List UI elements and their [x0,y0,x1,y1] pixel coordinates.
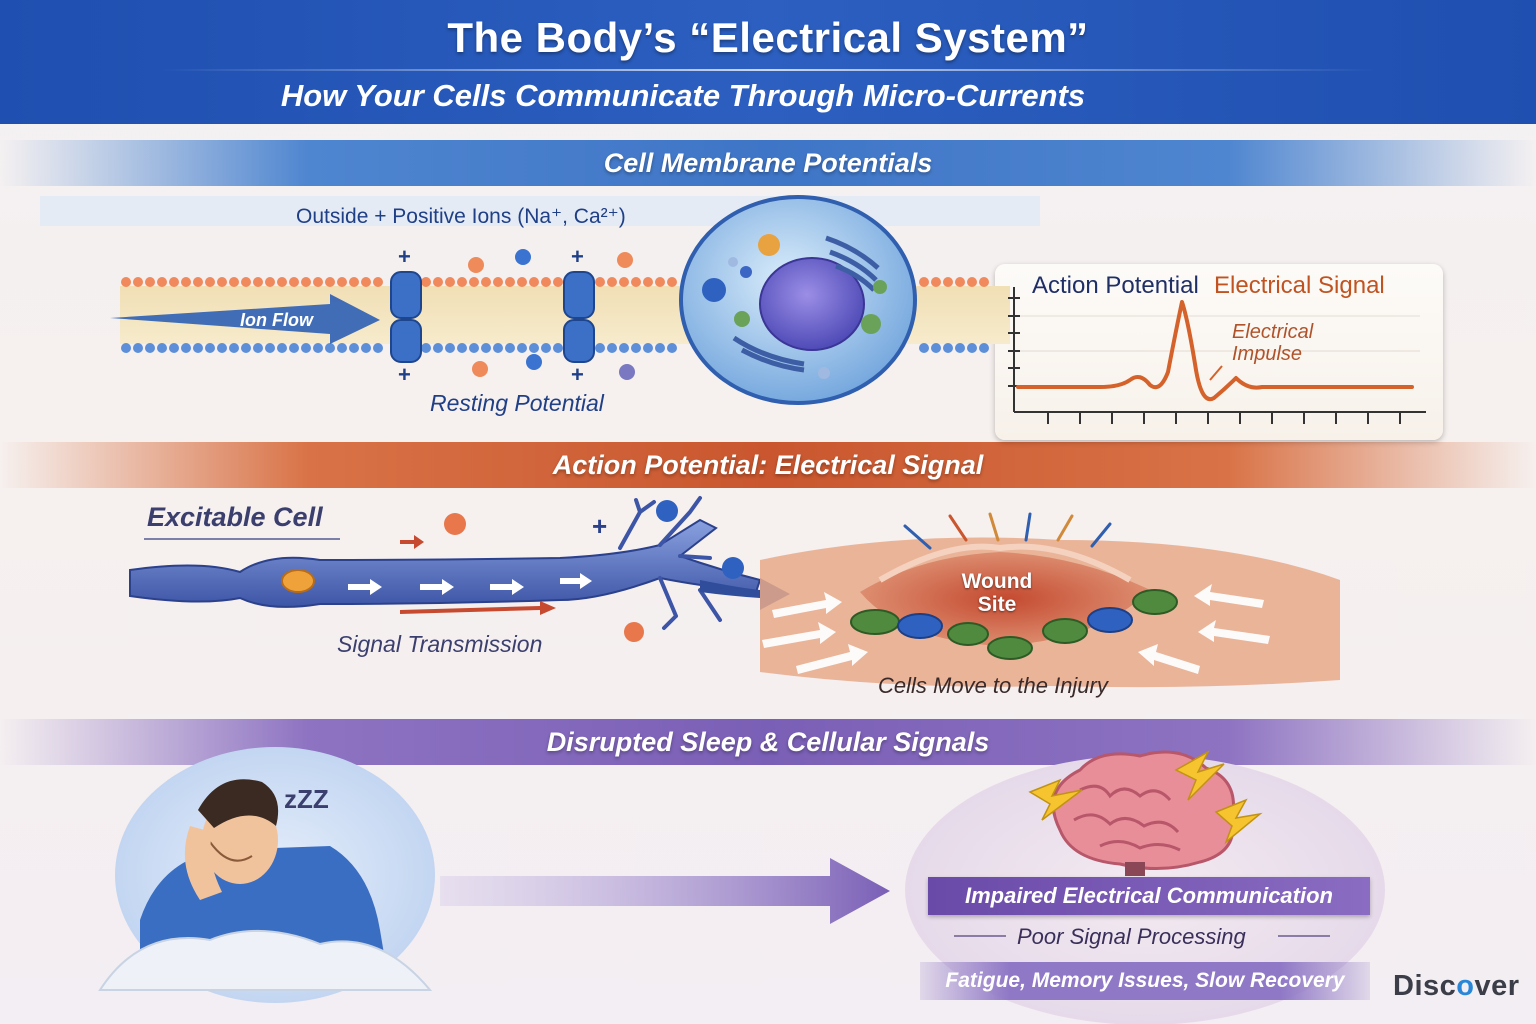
section-heading-sleep: Disrupted Sleep & Cellular Signals [0,719,1536,765]
svg-text:+: + [571,362,584,387]
wound-site-label: Wound Site [961,570,1033,616]
action-potential-chart [1008,287,1426,424]
action-potential-chart-card [995,264,1443,440]
svg-text:+: + [398,244,411,269]
signal-transmission-label: Signal Transmission [337,631,543,657]
electrical-impulse-label: Electrical Impulse [1232,321,1314,365]
impulse-pointer [1209,365,1223,381]
cells-move-label: Cells Move to the Injury [878,673,1108,698]
ion-channel-1 [390,271,422,363]
charge-signs: + + + + [398,244,584,387]
outside-ions-label: Outside + Positive Ions (Na⁺, Ca²⁺) [296,205,626,228]
effects-box: Fatigue, Memory Issues, Slow Recovery [920,962,1370,1000]
resting-potential-label: Resting Potential [430,390,604,416]
poor-signal-label: Poor Signal Processing [1017,924,1246,949]
chart-title-part1: Action Potential [1032,272,1199,299]
logo-o: o [1456,970,1475,1002]
sleeping-person-illustration: zZZ [98,747,435,1003]
zzz-text: zZZ [284,784,329,814]
cell-illustration [679,195,917,405]
chart-ticks [1008,297,1401,424]
logo-post: ver [1474,970,1520,1002]
logo-pre: Disc [1393,970,1457,1002]
neuron-illustration: + [129,496,790,642]
ions [468,249,635,380]
ion-flow-label: Ion Flow [240,310,313,330]
wound-site-illustration [760,512,1340,688]
sleep-to-brain-arrow [440,858,890,924]
action-potential-trace [1016,300,1414,402]
ion-channel-2 [563,271,595,363]
section-heading-membrane: Cell Membrane Potentials [0,140,1536,186]
page-title: The Body’s “Electrical System” [447,14,1089,61]
chart-gridlines [1020,315,1420,352]
discover-logo: Discover [1393,970,1520,1003]
title-divider [160,69,1376,71]
svg-text:+: + [592,511,607,541]
svg-text:+: + [398,362,411,387]
section-heading-action-potential: Action Potential: Electrical Signal [0,442,1536,488]
impaired-communication-box: Impaired Electrical Communication [928,877,1370,915]
header-banner: The Body’s “Electrical System” How Your … [0,0,1536,124]
excitable-cell-label: Excitable Cell [147,502,323,532]
chart-title-part2: Electrical Signal [1214,272,1385,299]
svg-text:+: + [571,244,584,269]
ion-flow-arrow [110,294,380,344]
page-subtitle: How Your Cells Communicate Through Micro… [280,78,1086,113]
